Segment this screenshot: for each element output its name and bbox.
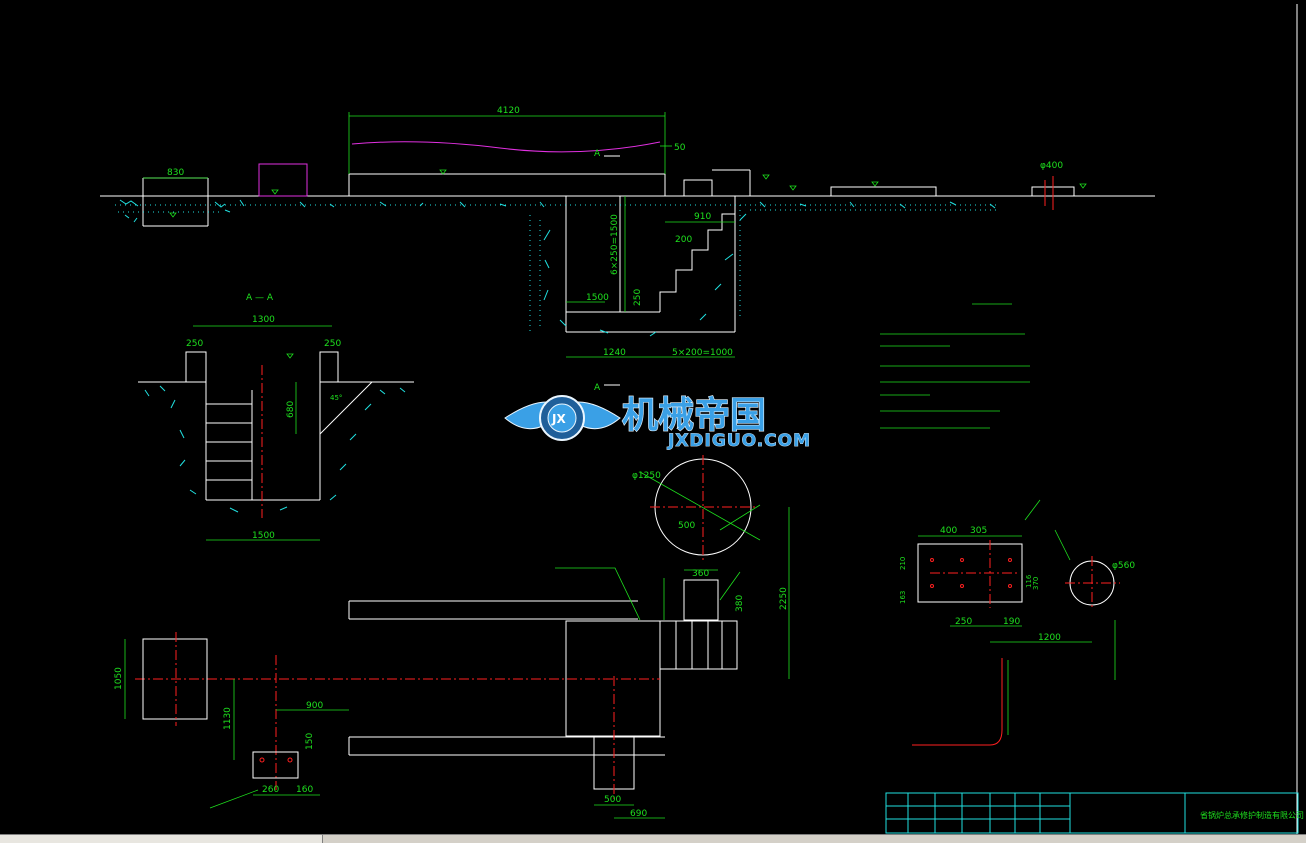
dim-5x200: 5×200=1000 — [672, 348, 733, 358]
dim-305: 305 — [970, 526, 987, 536]
layout-tab[interactable] — [71, 835, 157, 843]
dim-400: φ400 — [1040, 161, 1063, 171]
dim-150: 150 — [305, 733, 315, 750]
dim-200: 200 — [675, 235, 692, 245]
dim-1500-section: 1500 — [252, 531, 275, 541]
dim-830: 830 — [167, 168, 184, 178]
dim-1250: φ1250 — [632, 471, 661, 481]
dim-910: 910 — [694, 212, 711, 222]
dim-1050: 1050 — [114, 667, 124, 690]
dim-690: 690 — [630, 809, 647, 819]
layout-tab[interactable] — [237, 835, 323, 843]
notes-block — [878, 303, 1048, 433]
plan-view: φ1250 500 360 380 2250 1050 1130 — [114, 455, 790, 819]
dim-116: 116 — [1025, 574, 1033, 588]
elevation-view: 4120 830 50 910 200 1500 250 1240 5×200=… — [100, 106, 1155, 393]
dim-500: 500 — [678, 521, 695, 531]
dim-380: 380 — [735, 595, 745, 612]
dim-260: 260 — [262, 785, 279, 795]
dim-250: 250 — [633, 289, 643, 306]
watermark-cn: 机械帝国 — [622, 395, 766, 436]
dim-1240: 1240 — [603, 348, 626, 358]
dim-1500: 1500 — [586, 293, 609, 303]
dim-6x250: 6×250=1500 — [610, 214, 620, 275]
dim-1130: 1130 — [223, 707, 233, 730]
watermark-en: JXDIGUO.COM — [667, 431, 811, 451]
dim-45deg: 45° — [330, 394, 342, 402]
dim-360: 360 — [692, 569, 709, 579]
dim-163: 163 — [899, 591, 907, 604]
section-mark-top: A — [594, 149, 601, 159]
dim-250-detail: 250 — [955, 617, 972, 627]
dim-160: 160 — [296, 785, 313, 795]
layout-tab-bar — [0, 834, 1306, 843]
title-block-company: 省锅炉总承修护制造有限公司 — [1200, 810, 1304, 820]
layout-tab[interactable] — [0, 835, 74, 843]
section-title: A — A — [246, 293, 274, 303]
watermark-badge: JX — [551, 412, 566, 426]
dim-900: 900 — [306, 701, 323, 711]
section-a-a: A — A 1300 250 250 680 45° 1500 — [138, 293, 414, 541]
dim-370: 370 — [1032, 577, 1040, 590]
dim-1200: 1200 — [1038, 633, 1061, 643]
dim-400-detail: 400 — [940, 526, 957, 536]
dim-2250: 2250 — [779, 587, 789, 610]
dim-1300: 1300 — [252, 315, 275, 325]
dim-560: φ560 — [1112, 561, 1135, 571]
layout-tab[interactable] — [154, 835, 240, 843]
dim-250-left: 250 — [186, 339, 203, 349]
section-mark-bottom: A — [594, 383, 601, 393]
dim-50: 50 — [674, 143, 686, 153]
detail-view: 400 305 250 190 1200 φ560 370 116 163 21… — [899, 499, 1135, 746]
dim-500-plan: 500 — [604, 795, 621, 805]
title-block: 省锅炉总承修护制造有限公司 — [885, 4, 1304, 834]
dim-210: 210 — [899, 557, 907, 570]
dim-680: 680 — [286, 401, 296, 418]
dim-4120: 4120 — [497, 106, 520, 116]
watermark-logo: JX 机械帝国 JXDIGUO.COM — [504, 394, 811, 451]
dim-190: 190 — [1003, 617, 1020, 627]
dim-250-right: 250 — [324, 339, 341, 349]
